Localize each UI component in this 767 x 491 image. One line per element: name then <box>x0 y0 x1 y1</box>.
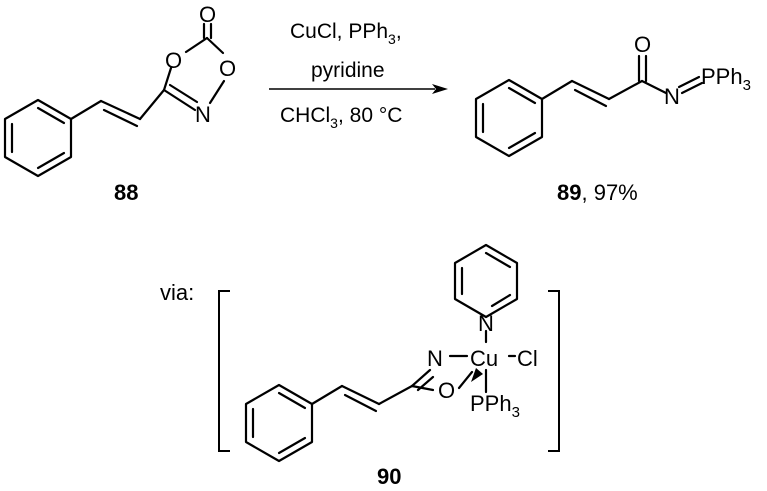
intermediate-atom-n-imine: N <box>427 346 443 371</box>
reactant-88-structure: O O O N <box>3 2 236 178</box>
product-vinyl-double-bond <box>570 79 611 101</box>
intermediate-atom-pph3: PPh3 <box>470 391 520 421</box>
reagent-temperature: , 80 °C <box>338 104 402 127</box>
reagent-cucl-pph: CuCl, PPh <box>290 20 388 43</box>
reactant-atom-o-ring-left: O <box>165 48 182 73</box>
product-vinyl-double-bond <box>573 88 608 108</box>
reactant-atom-o-carbonyl: O <box>199 2 216 27</box>
bracket-right <box>548 290 560 452</box>
product-label: 89, 97% <box>557 180 638 205</box>
intermediate-atom-cu: Cu <box>470 346 498 371</box>
product-benzene-double-bond <box>507 86 537 105</box>
reaction-conditions: CuCl, PPh3, pyridine CHCl3, 80 °C <box>269 20 448 131</box>
reactant-ring-bond <box>162 66 173 92</box>
intermediate-benzene-double-bond <box>277 391 307 410</box>
product-yield: , 97% <box>581 180 637 205</box>
intermediate-vinyl-bond <box>310 384 344 406</box>
product-label-89: 89 <box>557 180 581 205</box>
intermediate-pph: PPh <box>470 391 512 416</box>
product-89-structure: O N PPh3 <box>474 32 751 158</box>
o-cu-bond <box>457 370 474 390</box>
product-pph: PPh <box>701 64 743 89</box>
pyridine-double-bond <box>490 293 512 308</box>
intermediate-benzene-ring <box>244 383 314 463</box>
product-n-p-double-bond <box>677 75 701 89</box>
reactant-label-88: 88 <box>114 180 138 205</box>
reactant-vinyl-double-bond <box>99 99 142 121</box>
reactant-ring-bond <box>184 36 209 54</box>
reagent-comma: , <box>396 20 402 43</box>
reactant-ring-double-bond <box>168 83 199 104</box>
intermediate-vinyl-double-bond <box>340 384 381 406</box>
bracket-left <box>218 290 230 452</box>
reagent-chcl: CHCl <box>280 104 330 127</box>
via-prefix: via: <box>160 280 194 305</box>
reactant-ring-bond <box>205 36 225 55</box>
intermediate-vinyl-double-bond <box>343 393 378 413</box>
intermediate-atom-cl: Cl <box>517 346 538 371</box>
pyridine-ring <box>453 243 519 319</box>
product-atom-pph3: PPh3 <box>701 64 751 94</box>
intermediate-pph-subscript: 3 <box>512 404 520 421</box>
reagent-subscript: 3 <box>388 31 396 47</box>
intermediate-90-structure: N N Cu Cl O PPh3 <box>244 243 538 463</box>
reactant-vinyl-bond <box>69 99 103 121</box>
product-n-p-double-bond <box>680 81 704 95</box>
pyridine-double-bond <box>484 251 512 269</box>
product-benzene-ring <box>474 78 544 158</box>
intermediate-benzene-double-bond <box>277 436 307 455</box>
reagent-subscript: 3 <box>330 115 338 131</box>
c-o-bond <box>410 384 435 392</box>
product-c-n-bond <box>640 79 668 95</box>
imine-double-bond <box>410 368 432 388</box>
reactant-ring-bond <box>208 79 226 105</box>
product-benzene-double-bond <box>507 131 537 150</box>
reagent-line-1: CuCl, PPh3, <box>290 20 402 47</box>
product-atom-o: O <box>634 32 651 57</box>
cu-wedge-bond <box>471 368 483 382</box>
product-vinyl-bond <box>540 79 574 101</box>
reactant-atom-o-ring-right: O <box>219 56 236 81</box>
product-atom-n: N <box>664 84 680 109</box>
reactant-ring-double-bond <box>162 88 197 112</box>
reactant-vinyl-bond <box>138 88 166 121</box>
intermediate-vinyl-bond <box>377 384 414 406</box>
reactant-benzene-double-bond <box>36 151 66 170</box>
reactant-atom-n-ring: N <box>195 102 211 127</box>
reactant-benzene-double-bond <box>36 106 66 125</box>
reaction-arrow-head <box>432 84 448 94</box>
reagent-line-2: pyridine <box>311 59 385 82</box>
product-pph-subscript: 3 <box>743 77 751 94</box>
reactant-benzene-ring <box>3 98 73 178</box>
product-vinyl-bond <box>607 79 644 101</box>
intermediate-atom-n-pyridine: N <box>478 311 494 336</box>
reactant-vinyl-double-bond <box>102 108 139 128</box>
intermediate-atom-o: O <box>438 378 455 403</box>
intermediate-label-90: 90 <box>377 464 401 489</box>
reagent-line-3: CHCl3, 80 °C <box>280 104 402 131</box>
